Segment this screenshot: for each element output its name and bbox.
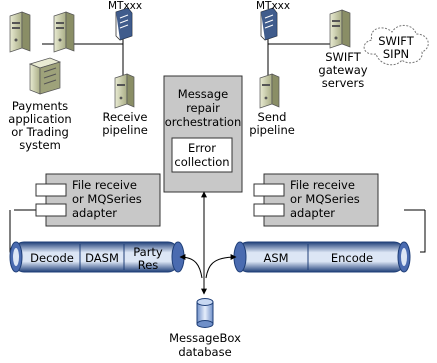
send-pipeline-server-icon xyxy=(259,73,280,109)
send-pipeline-label-1: Send xyxy=(258,110,287,124)
swift-sipn-cloud-icon xyxy=(363,25,429,66)
messagebox-arrows xyxy=(179,191,237,295)
stage-party: Party xyxy=(133,245,163,259)
stage-encode: Encode xyxy=(331,251,373,265)
messagebox-label-2: database xyxy=(178,345,231,359)
mt-label-left: MTxxx xyxy=(108,0,142,12)
stage-res: Res xyxy=(138,258,159,272)
adapter-right-label-1: File receive xyxy=(290,178,355,192)
trading-server-icon xyxy=(53,11,75,53)
send-pipeline-label-2: pipeline xyxy=(249,123,295,137)
error-collection-label-1: Error xyxy=(188,141,216,155)
adapter-right-label-3: adapter xyxy=(290,206,335,220)
adapter-left-label-1: File receive xyxy=(72,178,137,192)
orchestration-label-3: orchestration xyxy=(165,115,242,129)
stage-asm: ASM xyxy=(263,251,288,265)
receive-pipeline-tube xyxy=(9,241,185,273)
swift-gateway-server-icon xyxy=(329,9,351,49)
payments-label-4: system xyxy=(19,138,61,152)
stage-dasm: DASM xyxy=(85,251,119,265)
mainframe-server-icon xyxy=(28,57,62,95)
receive-pipeline-label-2: pipeline xyxy=(102,123,148,137)
stage-decode: Decode xyxy=(30,251,74,265)
messagebox-label-1: MessageBox xyxy=(169,331,241,345)
messagebox-database-icon xyxy=(196,298,214,328)
swift-gateway-label-3: servers xyxy=(322,76,364,90)
document-icon-left xyxy=(115,7,133,41)
document-icon-right xyxy=(260,7,278,41)
receive-pipeline-label-1: Receive xyxy=(102,110,147,124)
orchestration-label-1: Message xyxy=(178,87,228,101)
adapter-right-label-2: or MQSeries xyxy=(290,192,360,206)
payments-label-1: Payments xyxy=(12,99,68,113)
orchestration-label-2: repair xyxy=(186,101,220,115)
orchestration-box xyxy=(163,75,243,193)
swift-gateway-label-1: SWIFT xyxy=(325,50,361,64)
payments-server-icon xyxy=(9,11,31,53)
adapter-left-label-2: or MQSeries xyxy=(72,192,142,206)
adapter-box-right xyxy=(253,173,379,227)
adapter-box-left xyxy=(35,173,161,227)
swift-sipn-label-2: SIPN xyxy=(383,47,409,61)
swift-gateway-label-2: gateway xyxy=(318,63,367,77)
send-pipeline-tube xyxy=(233,241,411,273)
adapter-left-label-3: adapter xyxy=(72,206,117,220)
swift-sipn-label-1: SWIFT xyxy=(378,34,414,48)
payments-label-3: or Trading xyxy=(11,125,69,139)
receive-pipeline-server-icon xyxy=(114,73,135,109)
payments-label-2: application xyxy=(8,112,71,126)
error-collection-label-2: collection xyxy=(174,155,229,169)
mt-label-right: MTxxx xyxy=(256,0,290,12)
